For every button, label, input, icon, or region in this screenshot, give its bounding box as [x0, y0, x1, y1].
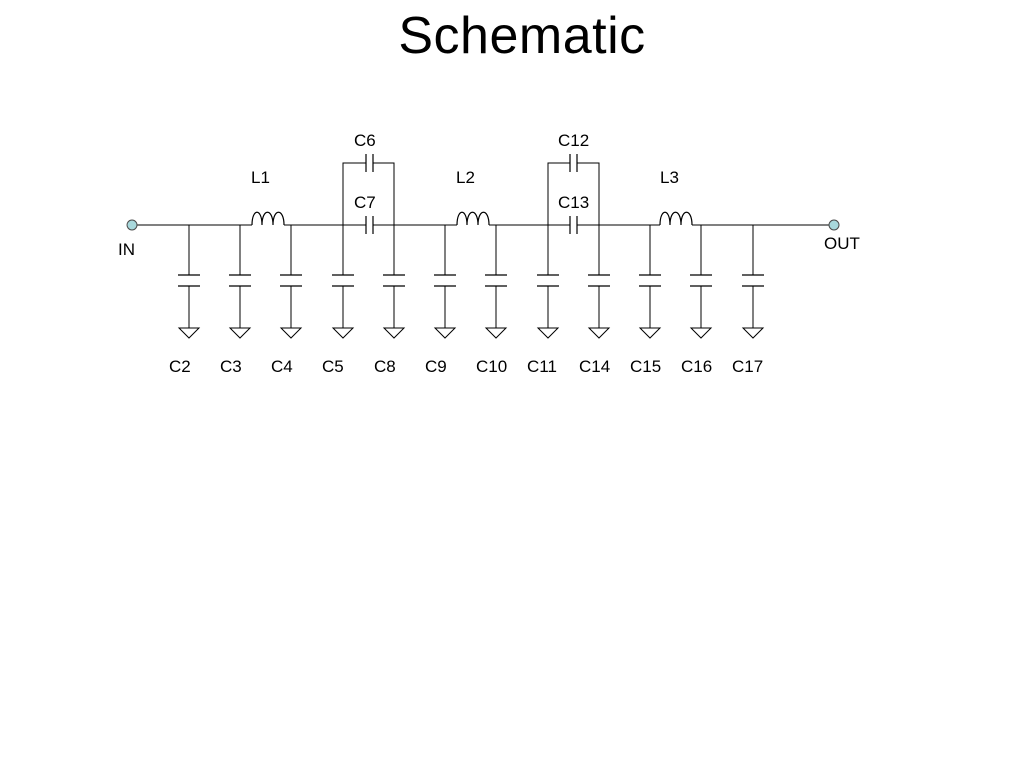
capacitor-c9-label: C9 [425, 357, 447, 376]
input-port-label: IN [118, 240, 135, 259]
input-port-terminal [126, 219, 138, 231]
capacitor-c14-symbol [587, 225, 611, 339]
capacitor-c9-symbol [433, 225, 457, 339]
capacitor-c10-symbol [484, 225, 508, 339]
capacitor-c15-label: C15 [630, 357, 661, 376]
capacitor-c10-label: C10 [476, 357, 507, 376]
ground-icon [331, 327, 355, 339]
ground-icon [638, 327, 662, 339]
series-cap-group-2 [547, 154, 600, 234]
capacitor-c7-label: C7 [354, 193, 376, 212]
capacitor-c5-label: C5 [322, 357, 344, 376]
ground-icon [484, 327, 508, 339]
ground-icon [228, 327, 252, 339]
capacitor-c14-label: C14 [579, 357, 610, 376]
shunt-capacitor-group [177, 225, 765, 339]
ground-icon [689, 327, 713, 339]
capacitor-c15-symbol [638, 225, 662, 339]
output-port-terminal [828, 219, 840, 231]
ground-icon [433, 327, 457, 339]
inductor-l2-label: L2 [456, 168, 475, 187]
inductor-l2-symbol [456, 211, 490, 226]
capacitor-c3-symbol [228, 225, 252, 339]
ground-icon [177, 327, 201, 339]
capacitor-c17-symbol [741, 225, 765, 339]
capacitor-c4-symbol [279, 225, 303, 339]
page-title: Schematic [398, 7, 646, 65]
capacitor-c8-label: C8 [374, 357, 396, 376]
capacitor-c2-symbol [177, 225, 201, 339]
ground-icon [587, 327, 611, 339]
series-cap-group-1 [342, 154, 395, 234]
ground-icon [741, 327, 765, 339]
capacitor-c13-label: C13 [558, 193, 589, 212]
ground-icon [382, 327, 406, 339]
capacitor-c3-label: C3 [220, 357, 242, 376]
inductor-l3-symbol [659, 211, 693, 226]
capacitor-c8-symbol [382, 225, 406, 339]
ground-icon [536, 327, 560, 339]
capacitor-c16-symbol [689, 225, 713, 339]
capacitor-c2-label: C2 [169, 357, 191, 376]
capacitor-c11-symbol [536, 225, 560, 339]
output-port-label: OUT [824, 234, 860, 253]
inductor-l1-label: L1 [251, 168, 270, 187]
capacitor-c4-label: C4 [271, 357, 293, 376]
capacitor-c6-label: C6 [354, 131, 376, 150]
capacitor-c12-label: C12 [558, 131, 589, 150]
capacitor-c16-label: C16 [681, 357, 712, 376]
capacitor-c17-label: C17 [732, 357, 763, 376]
ground-icon [279, 327, 303, 339]
capacitor-c5-symbol [331, 225, 355, 339]
capacitor-c11-label: C11 [527, 357, 557, 376]
inductor-l3-label: L3 [660, 168, 679, 187]
inductor-l1-symbol [251, 211, 285, 226]
